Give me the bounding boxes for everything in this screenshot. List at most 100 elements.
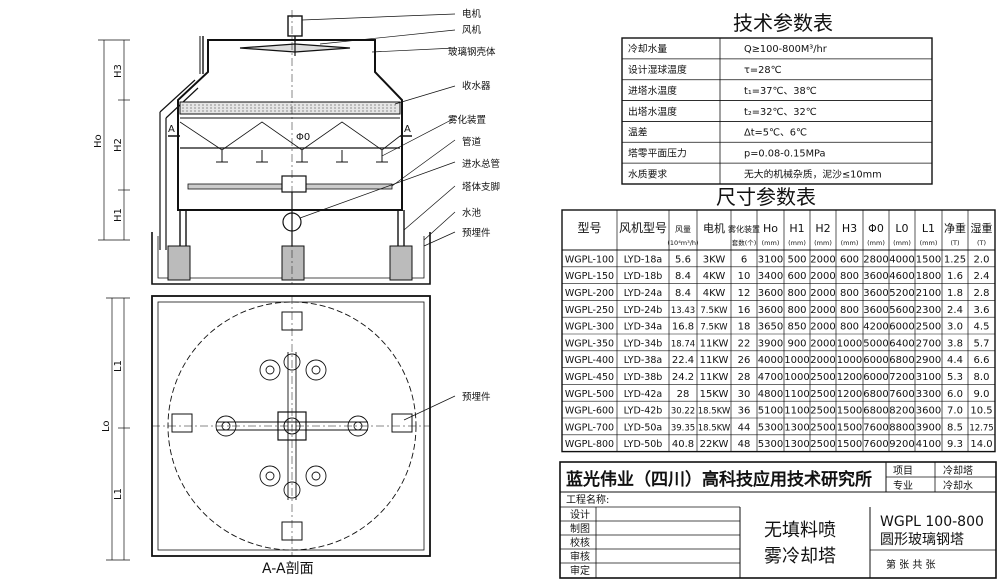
dims-cell: LYD-24a <box>624 288 663 299</box>
drawing-name-line1: 无填料喷 <box>764 520 836 541</box>
section-mark-right: A <box>404 124 411 135</box>
dims-header: L0 <box>895 222 908 235</box>
dims-cell: 7200 <box>889 372 914 383</box>
row-approve: 审定 <box>570 564 590 577</box>
dims-cell: 800 <box>787 288 806 299</box>
dims-cell: 9200 <box>889 439 914 450</box>
row-drawing: 制图 <box>570 522 590 535</box>
dims-cell: 9.0 <box>974 389 990 400</box>
dims-cell: 6800 <box>889 355 914 366</box>
dims-subheader: (T) <box>950 239 959 247</box>
dims-cell: 1000 <box>784 355 809 366</box>
dims-header: 风机型号 <box>619 221 667 235</box>
dims-cell: 6800 <box>863 406 888 417</box>
dims-cell: 6.6 <box>974 355 990 366</box>
dims-cell: WGPL-700 <box>565 422 614 433</box>
dims-cell: 22 <box>738 338 751 349</box>
sheet-count: 第 张 共 张 <box>886 558 936 571</box>
label-phi0: Φ0 <box>296 132 310 143</box>
motor-icon <box>287 15 303 37</box>
tech-value: τ=28℃ <box>744 65 782 76</box>
project-name-label: 工程名称: <box>566 493 609 506</box>
dims-cell: 22.4 <box>672 355 694 366</box>
dims-cell: 28 <box>677 389 690 400</box>
dims-cell: 11KW <box>700 372 729 383</box>
dims-header: H3 <box>842 222 857 235</box>
dims-cell: 8.5 <box>947 422 963 433</box>
dims-cell: 1500 <box>837 406 862 417</box>
dim-ho: Ho <box>93 134 104 148</box>
dims-cell: WGPL-150 <box>565 271 614 282</box>
dims-cell: LYD-34b <box>624 338 663 349</box>
dims-cell: 5600 <box>889 305 914 316</box>
label-inlet: 进水总管 <box>462 158 500 170</box>
dims-subheader: (mm) <box>893 239 911 247</box>
dims-cell: WGPL-500 <box>565 389 614 400</box>
dims-cell: 3KW <box>703 254 726 265</box>
dims-subheader: (mm) <box>788 239 806 247</box>
dims-cell: 2000 <box>810 338 835 349</box>
leader-lines <box>299 13 456 421</box>
dims-cell: 2.0 <box>974 254 990 265</box>
dims-cell: 4000 <box>889 254 914 265</box>
dims-cell: 1500 <box>837 439 862 450</box>
dims-cell: 2100 <box>916 288 941 299</box>
dims-cell: 10.5 <box>970 406 992 417</box>
dims-cell: LYD-24b <box>624 305 663 316</box>
dims-cell: 800 <box>787 305 806 316</box>
dims-cell: 7.5KW <box>700 323 728 333</box>
dims-cell: 2300 <box>916 305 941 316</box>
dims-cell: 36 <box>738 406 751 417</box>
dims-cell: 6400 <box>889 338 914 349</box>
dims-cell: 4100 <box>916 439 941 450</box>
label-atomizer: 雾化装置 <box>448 114 486 126</box>
dims-cell: 3600 <box>863 271 888 282</box>
atomizer-group <box>216 150 388 163</box>
dims-cell: 15KW <box>700 389 729 400</box>
dims-cell: 7600 <box>863 422 888 433</box>
row-check: 校核 <box>570 536 590 549</box>
dims-cell: LYD-50a <box>624 422 663 433</box>
dims-cell: 3100 <box>916 372 941 383</box>
dims-cell: LYD-42b <box>624 406 663 417</box>
dims-subheader: (mm) <box>814 239 832 247</box>
dims-cell: 7.0 <box>947 406 963 417</box>
elevation-view <box>151 10 431 285</box>
dims-cell: 5.3 <box>947 372 963 383</box>
dims-cell: 600 <box>787 271 806 282</box>
specialty-label: 专业 <box>893 479 913 492</box>
dims-subheader: 套数(个) <box>732 238 757 247</box>
dim-l1-top: L1 <box>113 360 124 372</box>
label-support: 塔体支脚 <box>462 181 500 193</box>
dims-cell: 48 <box>738 439 751 450</box>
dims-cell: 6 <box>741 254 747 265</box>
dims-cell: 3600 <box>863 305 888 316</box>
dims-cell: 1300 <box>784 439 809 450</box>
label-embed1: 预埋件 <box>462 227 491 239</box>
dims-cell: 1500 <box>916 254 941 265</box>
dims-cell: 44 <box>738 422 751 433</box>
dimension-texts: H3 H2 H1 Ho L1 L1 Lo <box>93 64 124 500</box>
dims-cell: 2500 <box>810 389 835 400</box>
dims-cell: 11KW <box>700 338 729 349</box>
dims-cell: 4800 <box>758 389 783 400</box>
dims-header: L1 <box>922 222 935 235</box>
dims-cell: 39.35 <box>671 423 695 433</box>
dims-cell: 800 <box>840 322 859 333</box>
dims-cell: WGPL-800 <box>565 439 614 450</box>
dims-cell: 5300 <box>758 422 783 433</box>
dims-cell: LYD-18b <box>624 271 663 282</box>
dims-cell: 18.5KW <box>698 423 731 433</box>
dims-cell: WGPL-600 <box>565 406 614 417</box>
dims-cell: 1300 <box>784 422 809 433</box>
dims-cell: 1000 <box>837 338 862 349</box>
dims-cell: 5100 <box>758 406 783 417</box>
labels: 电机 风机 玻璃钢壳体 收水器 雾化装置 管道 进水总管 塔体支脚 水池 预埋件… <box>168 8 500 403</box>
dims-cell: 1000 <box>784 372 809 383</box>
dims-cell: 16 <box>738 305 751 316</box>
dimension-lines <box>98 39 130 561</box>
dims-cell: 3900 <box>758 338 783 349</box>
dims-cell: 30 <box>738 389 751 400</box>
dims-cell: 11KW <box>700 355 729 366</box>
drawing-name-line2: 雾冷却塔 <box>764 546 836 567</box>
